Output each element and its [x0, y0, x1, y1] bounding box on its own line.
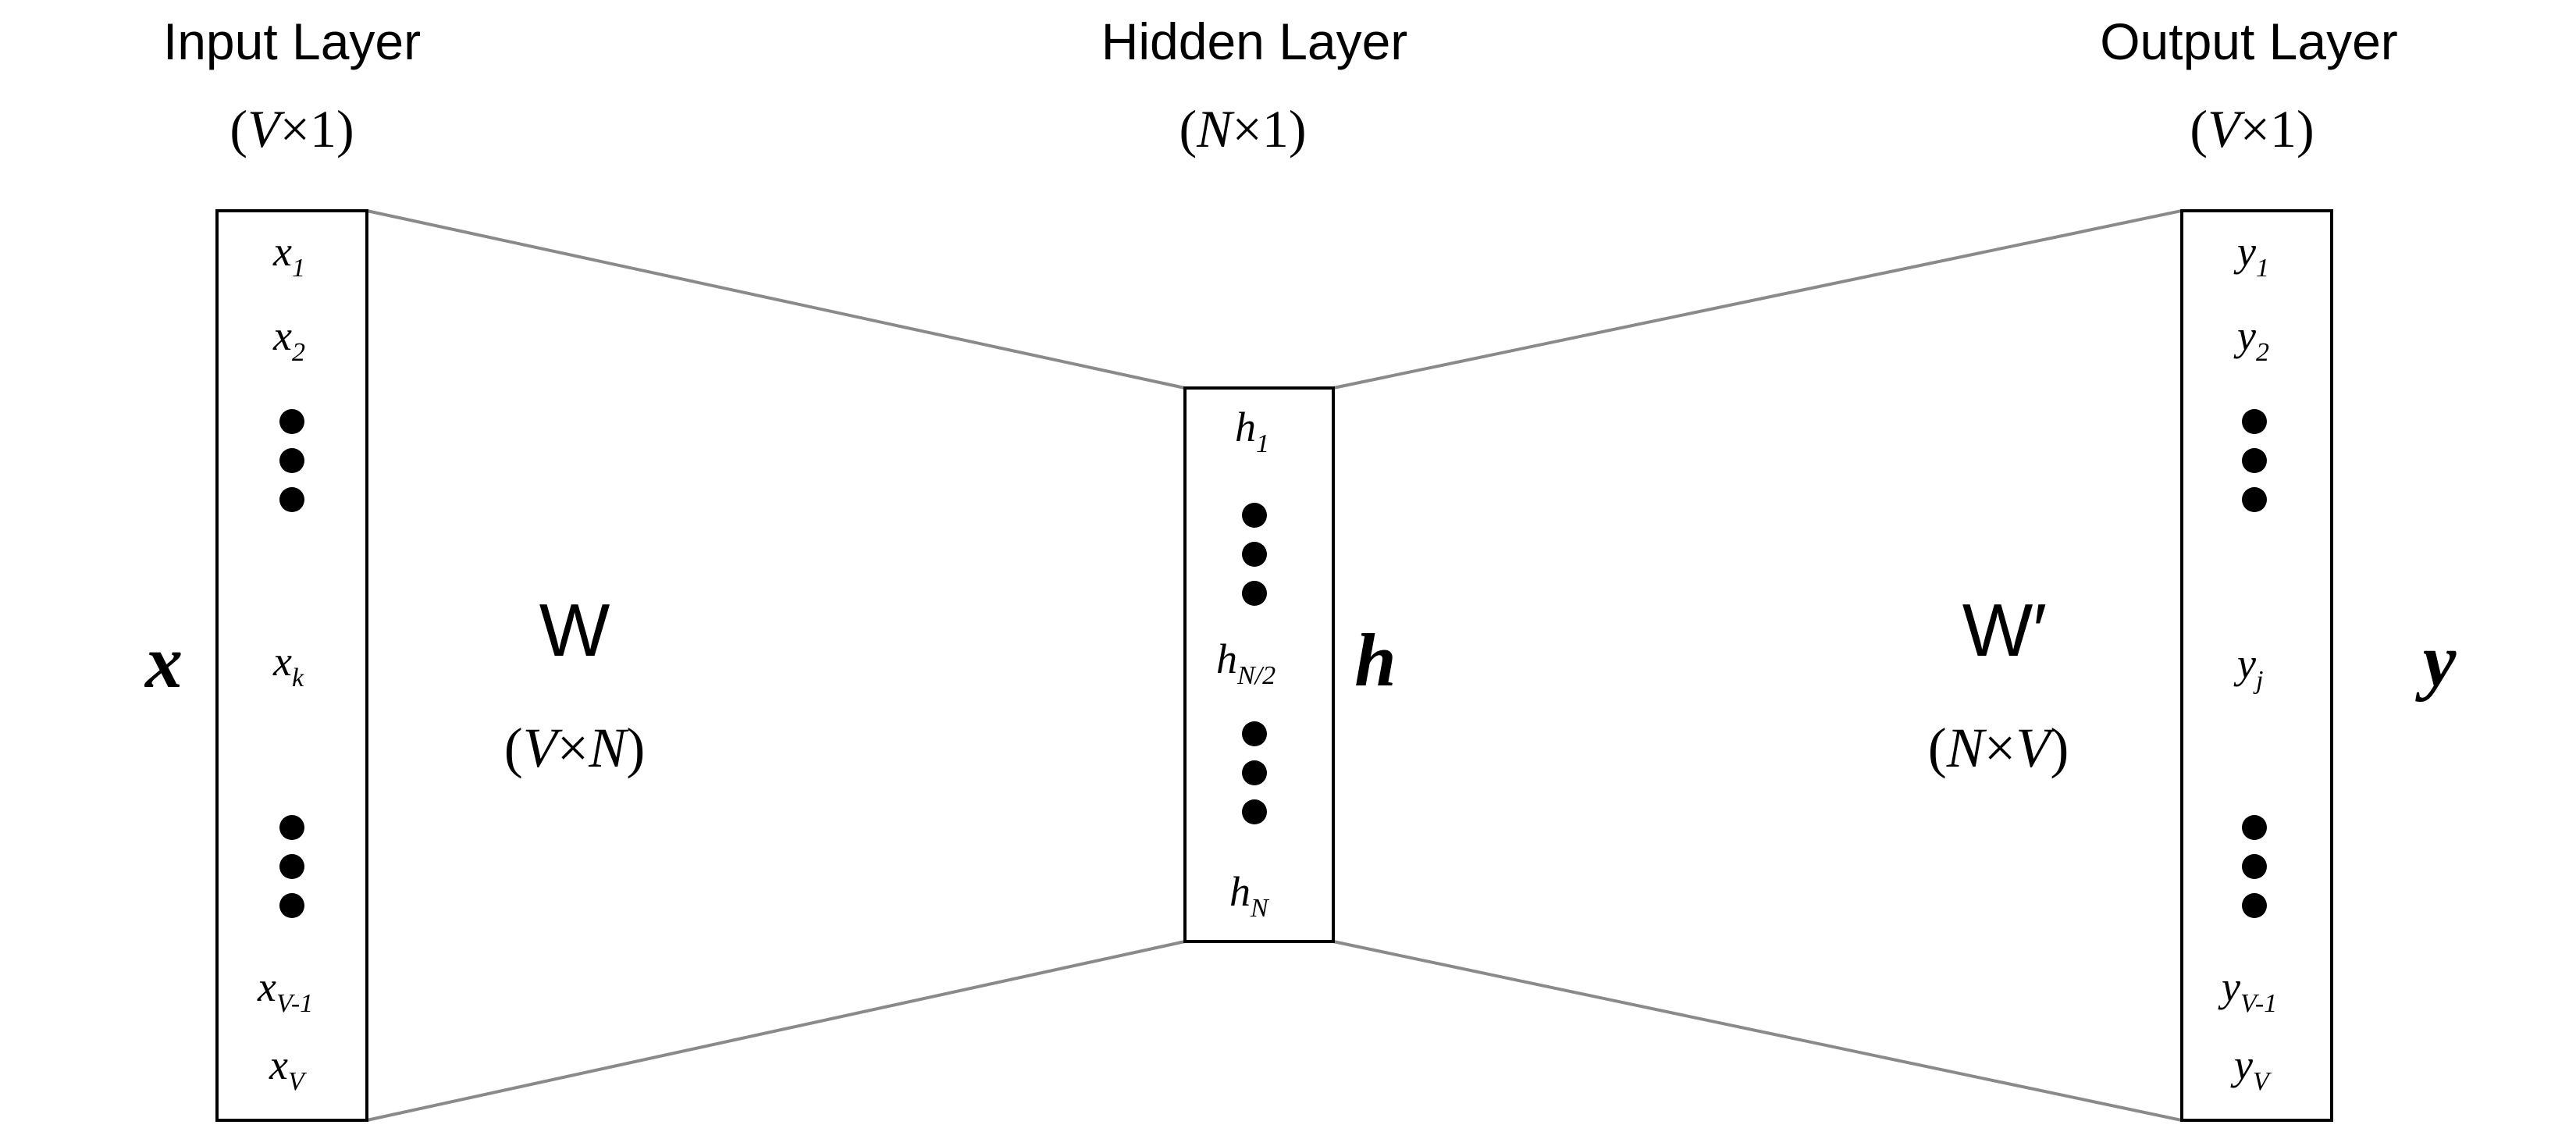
ellipsis-dot — [2242, 893, 2267, 918]
connector-input-hidden-bottom — [366, 940, 1186, 1122]
ellipsis-dot — [2242, 409, 2267, 434]
ellipsis-dot — [2242, 487, 2267, 512]
ellipsis-dot — [1242, 760, 1267, 785]
hidden-layer-box — [1183, 386, 1335, 943]
ellipsis-dot — [279, 409, 304, 434]
ellipsis-dot — [1242, 721, 1267, 746]
hidden-layer-dims: (N×1) — [1179, 99, 1306, 158]
output-layer-dims: (V×1) — [2190, 99, 2314, 158]
ellipsis-dot — [2242, 815, 2267, 840]
output-node-yj: yj — [2233, 640, 2263, 695]
ellipsis-dot — [279, 487, 304, 512]
hidden-node-h1: h1 — [1235, 404, 1269, 458]
input-node-x2: x2 — [272, 312, 305, 367]
input-layer-title: Input Layer — [163, 12, 421, 70]
output-node-yv-1: yV-1 — [2218, 963, 2277, 1018]
ellipsis-dot — [1242, 799, 1267, 824]
ellipsis-dot — [2242, 854, 2267, 879]
input-node-x1: x1 — [272, 228, 305, 283]
ellipsis-dot — [1242, 542, 1267, 567]
hidden-node-hn2: hN/2 — [1216, 635, 1276, 690]
input-node-xv-1: xV-1 — [257, 963, 313, 1018]
hidden-layer-title: Hidden Layer — [1101, 12, 1408, 70]
ellipsis-dot — [1242, 503, 1267, 528]
ellipsis-dot — [1242, 581, 1267, 606]
output-node-y2: y2 — [2233, 312, 2269, 367]
hidden-node-hn: hN — [1229, 868, 1270, 923]
output-weights-label: W′ — [1962, 589, 2048, 672]
input-node-xk: xk — [272, 638, 304, 692]
input-vector-symbol: x — [144, 620, 183, 703]
ellipsis-dot — [279, 893, 304, 918]
hidden-vector-symbol: h — [1354, 618, 1396, 702]
output-layer-title: Output Layer — [2100, 12, 2398, 70]
output-vector-symbol: y — [2415, 618, 2457, 702]
ellipsis-dot — [279, 854, 304, 879]
input-weights-label: W — [539, 589, 610, 672]
output-layer-box — [2180, 209, 2333, 1122]
connector-hidden-output-top — [1332, 209, 2183, 390]
ellipsis-dot — [2242, 448, 2267, 473]
output-weights-dims: (N×V) — [1928, 717, 2069, 779]
input-layer-dims: (V×1) — [229, 99, 354, 158]
ellipsis-dot — [279, 815, 304, 840]
ellipsis-dot — [279, 448, 304, 473]
output-node-y1: y1 — [2233, 228, 2269, 283]
input-weights-dims: (V×N) — [504, 717, 646, 779]
input-layer-box — [215, 209, 368, 1122]
connector-hidden-output-bottom — [1332, 940, 2183, 1122]
connector-input-hidden-top — [366, 209, 1186, 390]
